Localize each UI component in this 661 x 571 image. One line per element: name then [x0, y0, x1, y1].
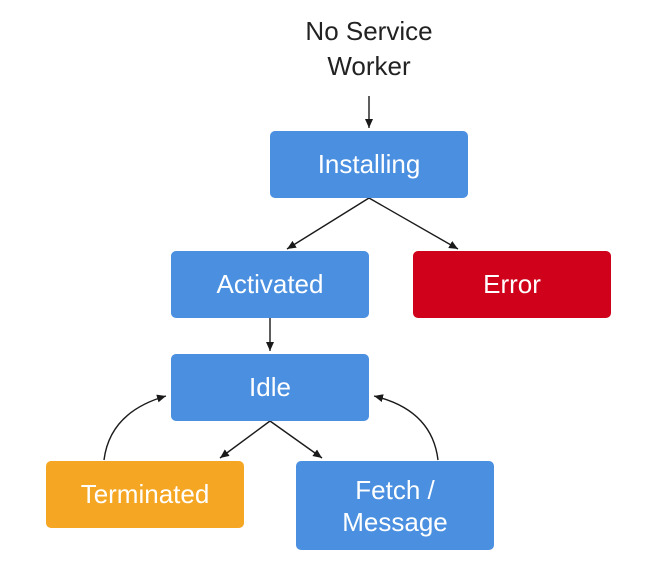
- edge-installing-to-activated: [286, 197, 370, 250]
- node-terminated-box: [46, 461, 244, 528]
- node-activated-box: [171, 251, 369, 318]
- edge-idle-to-terminated: [219, 420, 271, 459]
- edge-installing-to-error: [368, 197, 459, 250]
- node-idle-label: Idle: [249, 372, 291, 402]
- node-error-box: [413, 251, 611, 318]
- node-terminated-label: Terminated: [81, 479, 210, 509]
- node-installing: Installing: [270, 131, 468, 198]
- node-fetch-message-box: [296, 461, 494, 550]
- node-terminated: Terminated: [46, 461, 244, 528]
- node-installing-label: Installing: [318, 149, 421, 179]
- node-error-label: Error: [483, 269, 541, 299]
- node-activated: Activated: [171, 251, 369, 318]
- start-label-line2: Worker: [327, 51, 411, 81]
- node-fetch-message-label-line2: Message: [342, 507, 448, 537]
- node-fetch-message-label-line1: Fetch /: [355, 475, 435, 505]
- edge-fetch-message-to-idle: [373, 394, 439, 461]
- edge-idle-to-fetch-message: [269, 420, 323, 459]
- node-installing-box: [270, 131, 468, 198]
- edge-terminated-to-idle: [103, 394, 167, 461]
- node-idle: Idle: [171, 354, 369, 421]
- node-idle-box: [171, 354, 369, 421]
- node-activated-label: Activated: [217, 269, 324, 299]
- start-label-line1: No Service: [305, 16, 432, 46]
- node-error: Error: [413, 251, 611, 318]
- node-fetch-message: Fetch / Message: [296, 461, 494, 550]
